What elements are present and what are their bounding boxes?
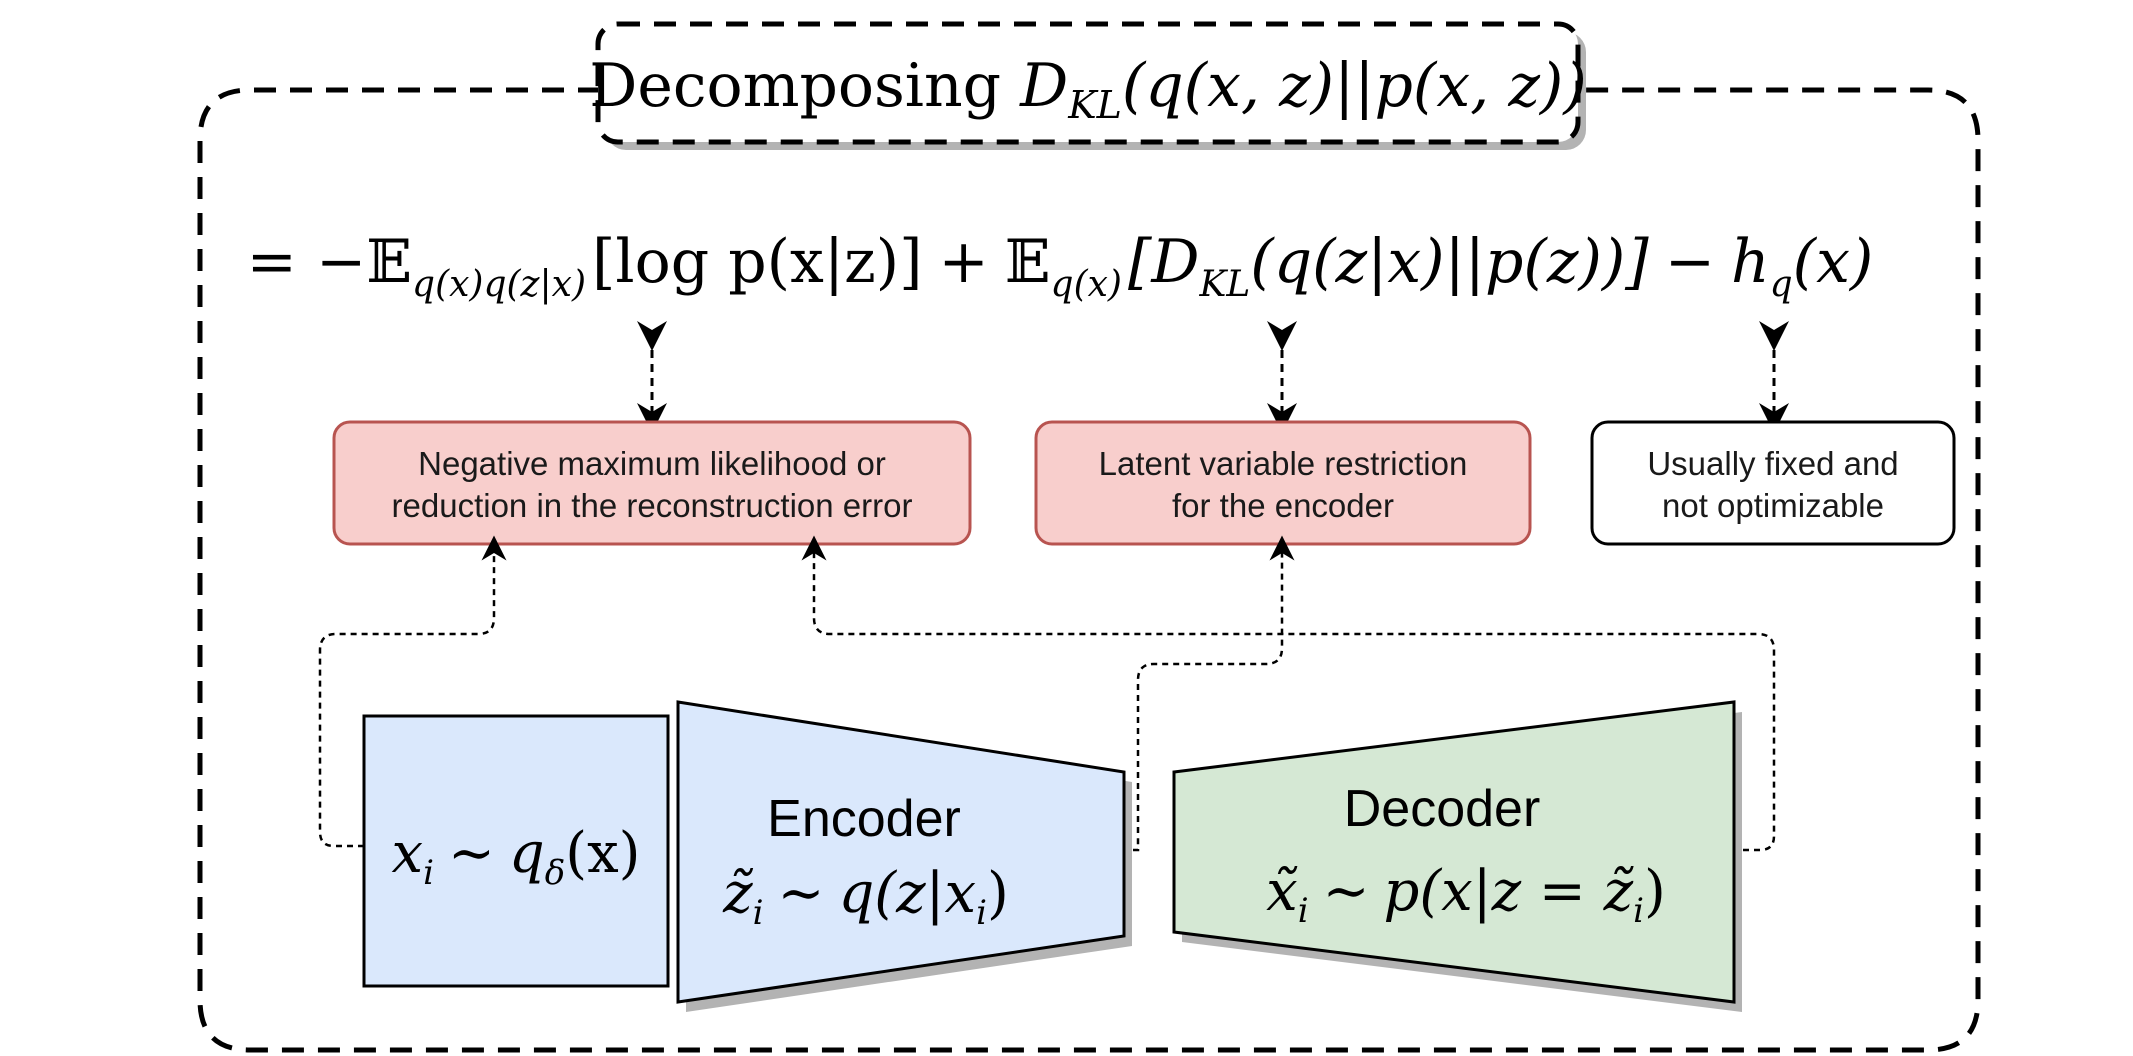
decoder-block: Decoder x̃i∼p(x|z = z̃i) bbox=[1172, 700, 1742, 1012]
encoder-block: Encoder z̃i∼q(z|xi) bbox=[676, 700, 1132, 1012]
expectation-symbol: 𝔼 bbox=[1005, 227, 1051, 297]
connector-decoder-to-reconstruction bbox=[801, 535, 1776, 852]
reconstruction-box-line2: reduction in the reconstruction error bbox=[392, 487, 913, 524]
connector-input-to-reconstruction bbox=[318, 535, 507, 848]
latent-term: (q(z|x)||p(z))] bbox=[1250, 227, 1649, 297]
reconstruction-error-box: Negative maximum likelihood or reduction… bbox=[332, 420, 972, 546]
fixed-box-line1: Usually fixed and bbox=[1647, 445, 1898, 482]
fixed-entropy-box: Usually fixed and not optimizable bbox=[1590, 420, 1956, 546]
fixed-box-line2: not optimizable bbox=[1662, 487, 1884, 524]
reconstruction-box-line1: Negative maximum likelihood or bbox=[418, 445, 886, 482]
title-text: Decomposing DKL(q(x, z)||p(x, z)) bbox=[589, 51, 1587, 127]
latent-box-line1: Latent variable restriction bbox=[1099, 445, 1468, 482]
expectation-symbol: 𝔼 bbox=[366, 227, 412, 297]
encoder-label: Encoder bbox=[767, 790, 961, 848]
latent-box-line2: for the encoder bbox=[1172, 487, 1394, 524]
connector-encoder-to-latent bbox=[1122, 535, 1295, 852]
title-box: Decomposing DKL(q(x, z)||p(x, z)) bbox=[589, 21, 1587, 150]
input-sample-box: xi∼qδ(x) bbox=[362, 714, 670, 988]
entropy-term: h bbox=[1731, 227, 1770, 297]
reconstruction-term: [log p(x|z)] bbox=[592, 227, 923, 297]
eq-sign: = − bbox=[247, 227, 367, 297]
input-sample-formula: xi∼qδ(x) bbox=[391, 821, 640, 893]
decoder-label: Decoder bbox=[1344, 780, 1541, 838]
encoder-formula: z̃i∼q(z|xi) bbox=[722, 861, 1009, 933]
decoder-formula: x̃i∼p(x|z = z̃i) bbox=[1266, 859, 1666, 931]
outer-dashed-container bbox=[197, 87, 1981, 1053]
latent-restriction-box: Latent variable restriction for the enco… bbox=[1034, 420, 1532, 546]
kl-equation: = −𝔼q(x)q(z|x)[log p(x|z)]+𝔼q(x)[DKL(q(z… bbox=[247, 227, 1874, 305]
